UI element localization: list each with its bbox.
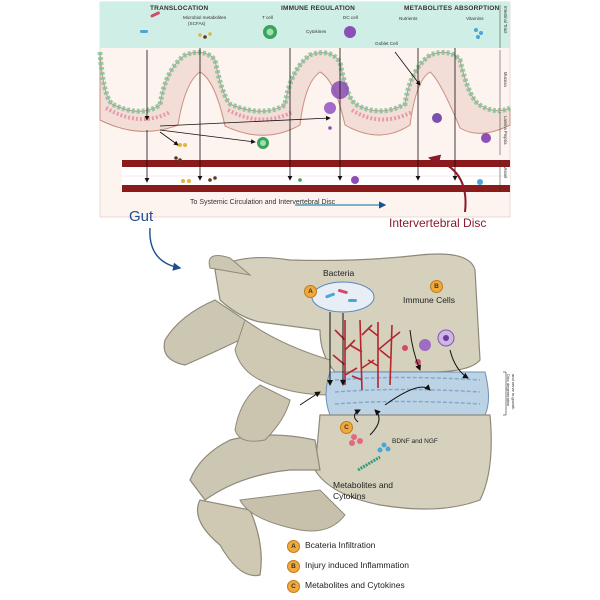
gut-arrows — [144, 48, 458, 183]
legend-text-b: Injury induced Inflammation — [305, 560, 409, 570]
header-translocation: TRANSLOCATION — [150, 5, 209, 12]
bacteria-label: Bacteria — [323, 268, 355, 278]
label-scfas: (SCFAs) — [188, 21, 206, 26]
legend-item-c: C Metabolites and Cytokines — [287, 576, 547, 594]
legend-badge-b: B — [287, 560, 300, 573]
label-cytokines: Cytokines — [306, 29, 327, 34]
label-vitamins: Vitamins — [466, 16, 484, 21]
vessel-caption: To Systemic Circulation and Intervertebr… — [190, 199, 336, 206]
badge-a: A — [304, 285, 317, 298]
legend: A Bcateria Infiltration B Injury induced… — [287, 540, 547, 594]
label-nutrients: Nutrients — [399, 16, 418, 21]
intervertebral-disc-label: Intervertebral Disc — [389, 216, 487, 230]
legend-badge-a: A — [287, 540, 300, 553]
label-goblet-cell: Goblet Cell — [375, 41, 398, 46]
gut-to-spine-arrow — [149, 227, 182, 271]
metabolites-label-line1: Metabolites and — [333, 480, 394, 490]
legend-text-c: Metabolites and Cytokines — [305, 580, 405, 590]
intestinal-lumen — [100, 2, 510, 48]
layer-mucosa: Mucosa — [503, 72, 508, 87]
label-t-cell: T cell — [262, 15, 273, 20]
label-dc-cell: DC cell — [343, 15, 358, 20]
immune-cells-label: Immune Cells — [403, 295, 455, 305]
layer-vessel: Vessel — [503, 166, 508, 179]
legend-badge-c: C — [287, 580, 300, 593]
legend-item-a: A Bcateria Infiltration — [287, 540, 547, 558]
nerve-ingrowth — [332, 319, 401, 391]
legend-text-a: Bcateria Infiltration — [305, 540, 376, 550]
layer-intestinal-tract: Intestinal Tract — [503, 6, 508, 34]
header-metabolites-absorption: METABOLITES ABSORPTION — [404, 5, 500, 12]
disc-curved-arrow — [428, 154, 467, 213]
legend-item-b: B Injury induced Inflammation — [287, 558, 547, 576]
bacteria-oval — [311, 281, 375, 313]
badge-b: B — [430, 280, 443, 293]
gut-label: Gut — [129, 208, 154, 225]
layer-lamina-propria: Lamina Propria — [503, 116, 508, 145]
header-immune-regulation: IMMUNE REGULATION — [281, 5, 356, 12]
disc-note-line2: and nerve in-growth — [511, 374, 516, 410]
badge-c: C — [340, 421, 353, 434]
label-microbiol-metabolites: Microbiol metabolites — [183, 15, 227, 20]
bdnf-ngf-label: BDNF and NGF — [392, 438, 438, 445]
metabolites-label-line2: Cytokins — [333, 491, 366, 501]
